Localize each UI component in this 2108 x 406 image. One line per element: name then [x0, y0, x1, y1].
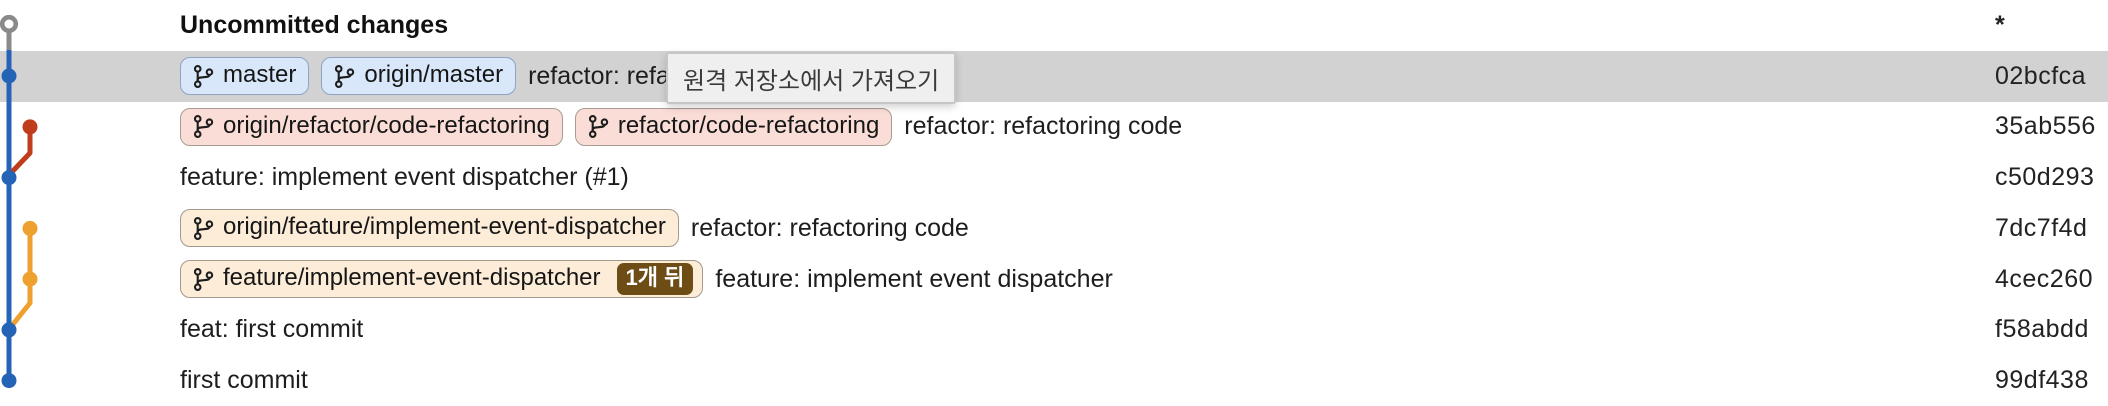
commit-message: first commit [180, 366, 308, 395]
behind-count-badge: 1개 뒤 [616, 263, 694, 295]
branch-badge[interactable]: feature/implement-event-dispatcher 1개 뒤 [180, 260, 704, 299]
branch-badge[interactable]: master [180, 57, 310, 96]
branch-badge-label: origin/master [364, 61, 504, 89]
branch-badge[interactable]: origin/master [321, 57, 517, 96]
branch-badge[interactable]: origin/refactor/code-refactoring [180, 107, 563, 146]
commit-row[interactable]: first commit 99df438 [0, 355, 2108, 406]
git-branch-icon [193, 64, 214, 88]
commit-row[interactable]: feature: implement event dispatcher (#1)… [0, 152, 2108, 203]
git-branch-icon [335, 64, 355, 88]
commit-message: Uncommitted changes [180, 10, 449, 39]
fetch-from-remote-tooltip: 원격 저장소에서 가져오기 [666, 52, 957, 104]
branch-badge[interactable]: refactor/code-refactoring [574, 107, 893, 146]
commit-row[interactable]: feat: first commit f58abdd [0, 305, 2108, 356]
commit-message: feature: implement event dispatcher [715, 264, 1113, 293]
commit-hash: 99df438 [1995, 366, 2089, 395]
uncommitted-changes-row[interactable]: Uncommitted changes * [0, 0, 2108, 51]
commit-row[interactable]: origin/feature/implement-event-dispatche… [0, 203, 2108, 254]
commit-hash: c50d293 [1995, 163, 2095, 192]
row-content: origin/refactor/code-refactoring refacto… [180, 107, 1183, 146]
branch-badge-label: master [223, 61, 297, 89]
commit-hash: 02bcfca [1995, 61, 2087, 90]
git-branch-icon [193, 216, 214, 240]
row-content: origin/feature/implement-event-dispatche… [180, 209, 969, 248]
branch-badge-label: refactor/code-refactoring [617, 111, 880, 139]
git-branch-icon [193, 115, 214, 139]
commit-message: feature: implement event dispatcher (#1) [180, 163, 629, 192]
branch-badge-label: origin/feature/implement-event-dispatche… [223, 213, 666, 241]
commit-hash: 4cec260 [1995, 264, 2094, 293]
row-content: feat: first commit [180, 315, 363, 344]
row-content: feature: implement event dispatcher (#1) [180, 163, 629, 192]
commit-hash: f58abdd [1995, 315, 2089, 344]
commit-row[interactable]: origin/refactor/code-refactoring refacto… [0, 102, 2108, 153]
commit-message: refactor: refactoring code [904, 112, 1183, 141]
row-content: first commit [180, 366, 308, 395]
uncommitted-marker: * [1995, 10, 2005, 39]
branch-badge[interactable]: origin/feature/implement-event-dispatche… [180, 209, 679, 248]
branch-badge-label: feature/implement-event-dispatcher [223, 264, 601, 292]
commit-message: refactor: refactoring code [690, 213, 969, 242]
commit-hash: 35ab556 [1995, 112, 2096, 141]
commit-hash: 7dc7f4d [1995, 213, 2088, 242]
commit-message: feat: first commit [180, 315, 364, 344]
git-branch-icon [588, 115, 609, 139]
git-branch-icon [193, 267, 214, 291]
row-content: Uncommitted changes [180, 11, 448, 40]
branch-badge-label: origin/refactor/code-refactoring [223, 111, 550, 139]
